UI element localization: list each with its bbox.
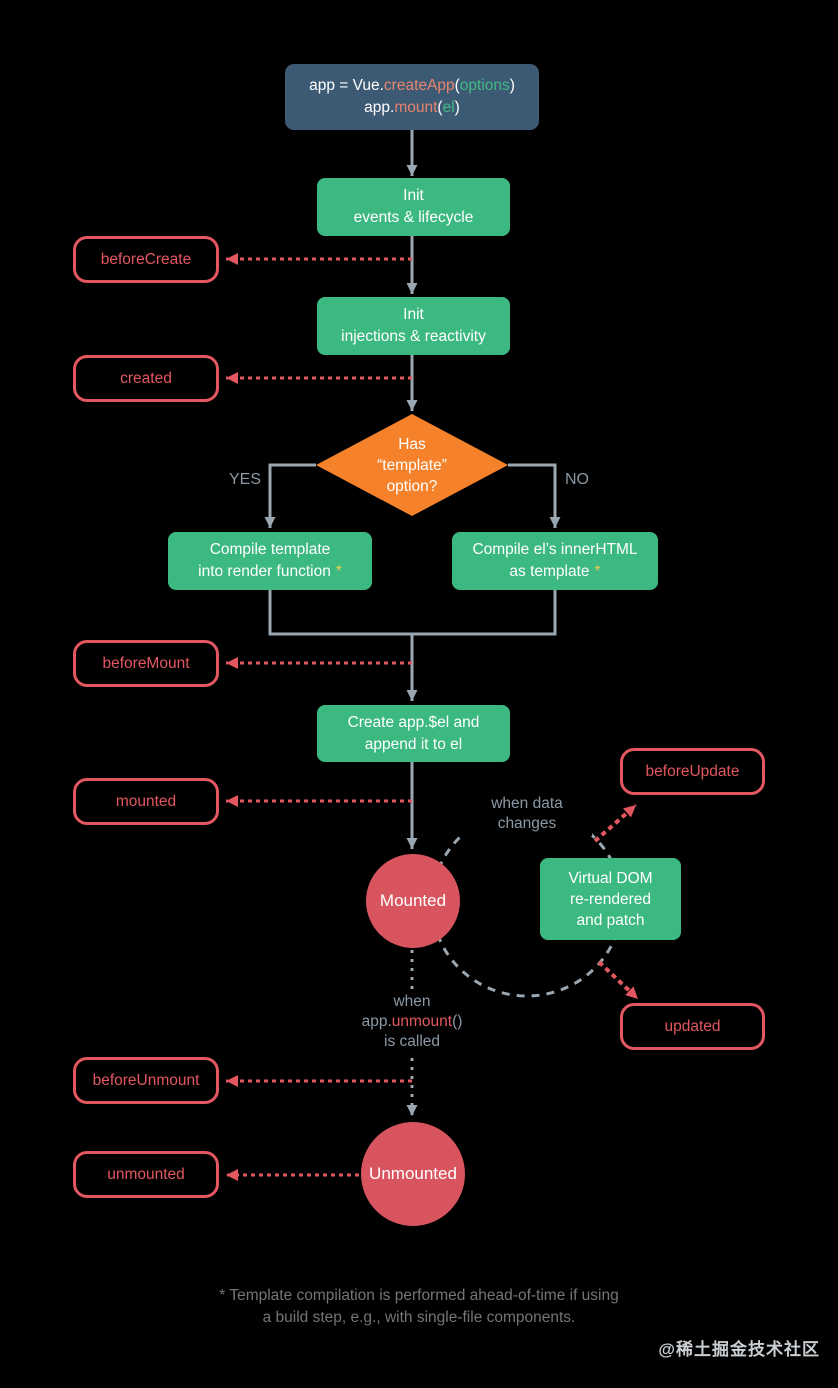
footnote: * Template compilation is performed ahea… — [219, 1287, 619, 1326]
watermark: @稀土掘金技术社区 — [658, 1339, 820, 1359]
hook-unmounted: unmounted — [73, 1151, 219, 1198]
label-when-data-changes: when data changes — [462, 792, 592, 836]
edge-hook-before-update — [593, 803, 638, 843]
node-create-app-code: app = Vue.createApp(options) app.mount(e… — [285, 64, 539, 130]
hook-updated: updated — [620, 1003, 765, 1050]
hook-created: created — [73, 355, 219, 402]
node-init-injections: Init injections & reactivity — [317, 297, 510, 355]
asterisk-note: * — [594, 563, 601, 580]
node-compile-template: Compile template into render function* — [168, 532, 372, 590]
node-create-app-el: Create app.$el and append it to el — [317, 705, 510, 762]
edge-branch-merge — [268, 590, 557, 636]
diamond-shape — [316, 414, 508, 516]
label-yes: YES — [228, 471, 261, 488]
asterisk-note: * — [335, 563, 342, 580]
label-no: NO — [565, 471, 589, 488]
hook-before-create: beforeCreate — [73, 236, 219, 283]
hook-before-update: beforeUpdate — [620, 748, 765, 795]
edge-hook-updated — [597, 960, 640, 1001]
hook-before-unmount: beforeUnmount — [73, 1057, 219, 1104]
unmount-code: app.unmount() — [361, 1013, 463, 1030]
label-when-unmount-called: when app.unmount() is called — [340, 992, 484, 1052]
edge-diamond-yes-branch — [264, 463, 316, 528]
state-mounted: Mounted — [366, 854, 460, 948]
hook-mounted: mounted — [73, 778, 219, 825]
node-init-events: Init events & lifecycle — [317, 178, 510, 236]
node-compile-el-innerhtml: Compile el’s innerHTML as template* — [452, 532, 658, 590]
code-line-2: app.mount(el) — [364, 99, 460, 116]
hook-before-mount: beforeMount — [73, 640, 219, 687]
node-virtual-dom: Virtual DOM re-rendered and patch — [540, 858, 681, 940]
node-has-template-question: Has “template” option? — [377, 435, 447, 495]
edge-diamond-no-branch — [508, 463, 561, 528]
code-line-1: app = Vue.createApp(options) — [309, 77, 515, 94]
state-unmounted: Unmounted — [361, 1122, 465, 1226]
